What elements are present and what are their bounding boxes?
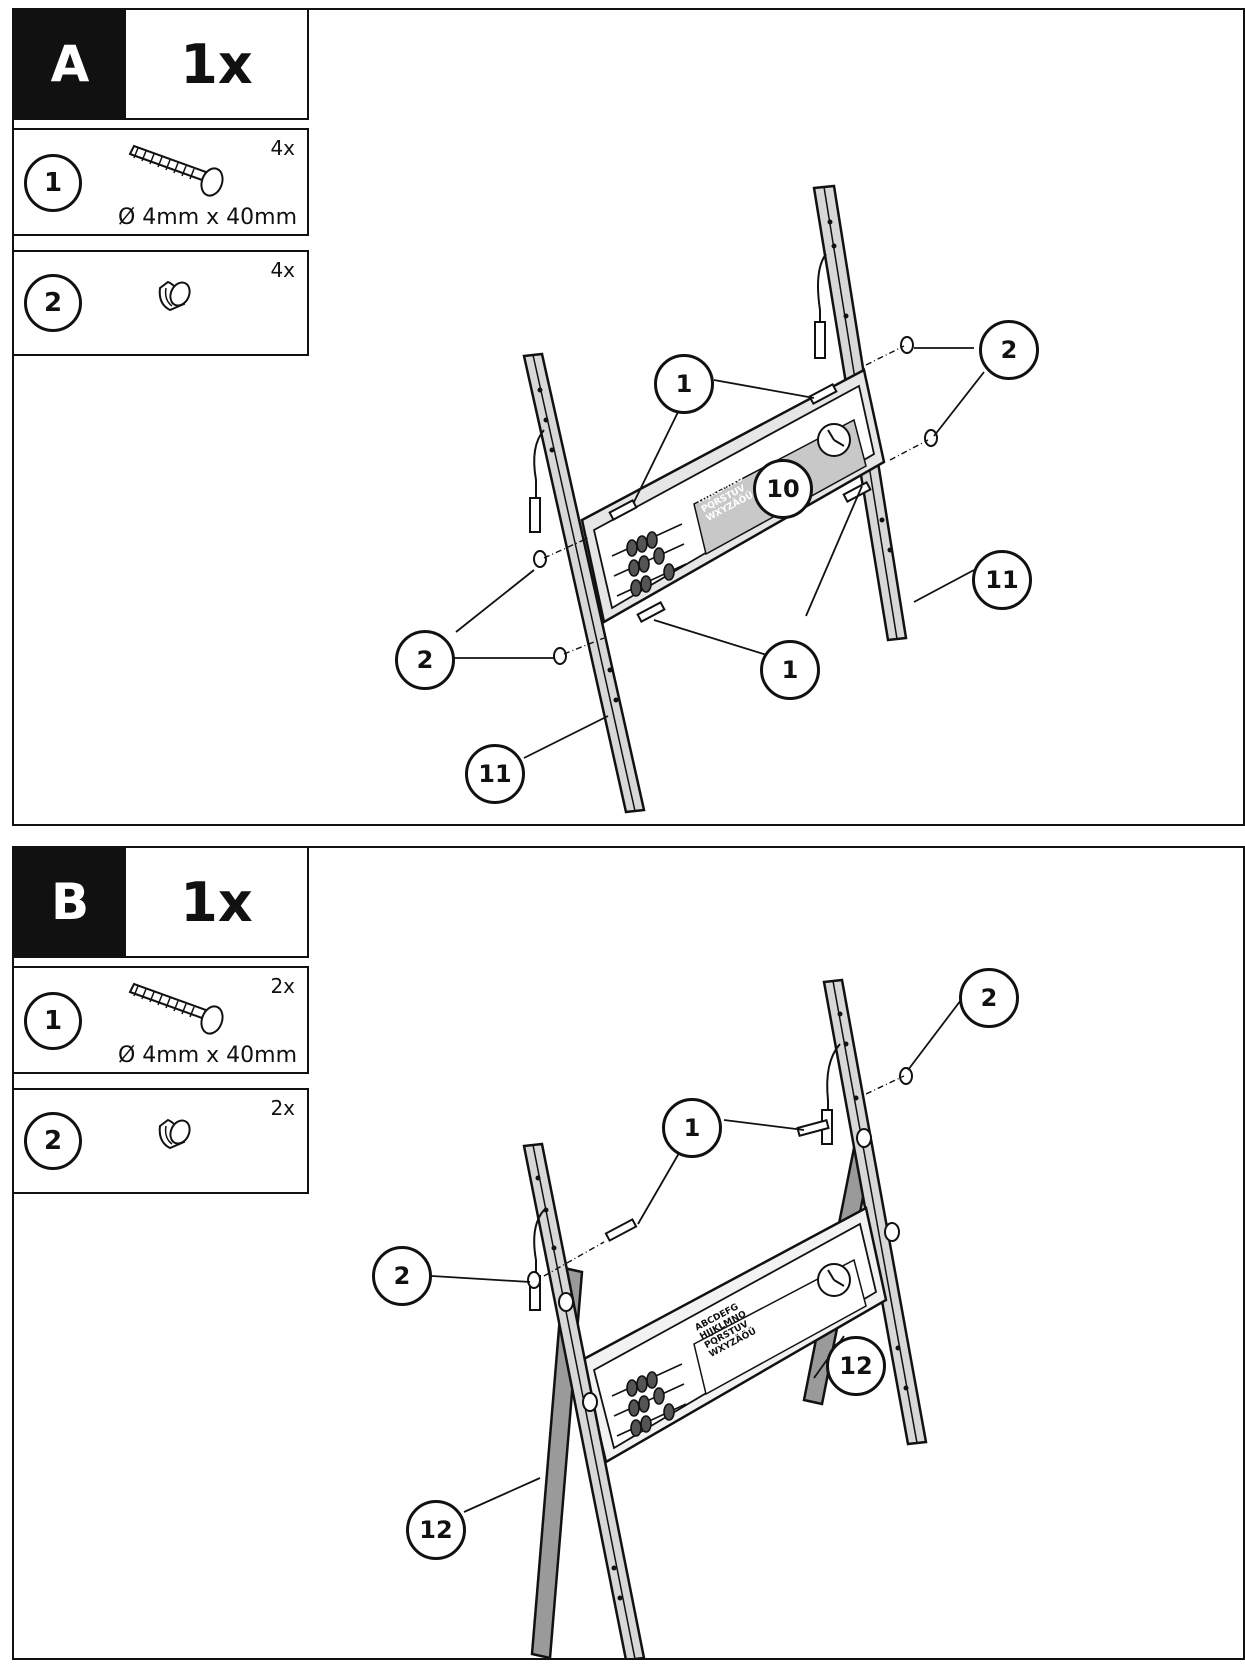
part-1-box: 1 4x Ø 4mm x 40mm [14, 128, 309, 236]
part-1-box: 1 2x Ø 4mm x 40mm [14, 966, 309, 1074]
part-number: 1 [24, 992, 82, 1050]
part-2-box: 2 4x [14, 250, 309, 356]
part-number: 1 [24, 154, 82, 212]
abacus-icon [611, 523, 687, 597]
step-b-header: B 1x [14, 848, 309, 958]
callout-part-2: 2 [372, 1246, 432, 1306]
screw-icon [128, 144, 224, 197]
callout-part-2: 2 [979, 320, 1039, 380]
part-count: 4x [270, 258, 295, 282]
part-2-box: 2 2x [14, 1088, 309, 1194]
cap-nut-icon [158, 1118, 191, 1150]
callout-part-1: 1 [662, 1098, 722, 1158]
callout-part-12: 12 [406, 1500, 466, 1560]
part-size: Ø 4mm x 40mm [117, 1043, 297, 1068]
step-letter: A [14, 10, 126, 118]
callout-part-1: 1 [760, 640, 820, 700]
step-quantity: 1x [180, 870, 253, 934]
assembly-diagram-a [454, 184, 985, 814]
step-quantity: 1x [180, 32, 253, 96]
assembly-diagram-b [431, 978, 965, 1658]
clock-icon [817, 1263, 851, 1297]
part-number: 2 [24, 1112, 82, 1170]
part-count: 2x [270, 1096, 295, 1120]
callout-part-1: 1 [654, 354, 714, 414]
callout-part-11: 11 [465, 744, 525, 804]
step-a-header: A 1x [14, 10, 309, 120]
part-count: 4x [270, 136, 295, 160]
abacus-icon [611, 1363, 687, 1437]
callout-part-2: 2 [395, 630, 455, 690]
step-letter: B [14, 848, 126, 956]
screw-icon [128, 982, 224, 1035]
step-a-panel: A 1x 1 4x Ø 4mm x 40mm 2 4x [12, 8, 1245, 826]
part-size: Ø 4mm x 40mm [117, 205, 297, 230]
callout-part-12: 12 [826, 1336, 886, 1396]
part-number: 2 [24, 274, 82, 332]
step-b-panel: B 1x 1 2x Ø 4mm x 40mm 2 2x [12, 846, 1245, 1660]
cap-nut-icon [158, 280, 191, 312]
clock-icon [817, 423, 851, 457]
part-count: 2x [270, 974, 295, 998]
callout-part-2: 2 [959, 968, 1019, 1028]
callout-part-11: 11 [972, 550, 1032, 610]
callout-part-10: 10 [753, 459, 813, 519]
